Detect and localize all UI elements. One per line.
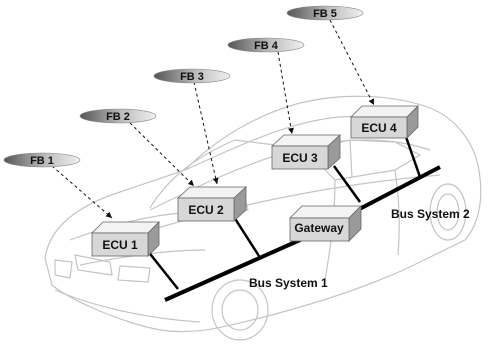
arrow-fb3-ecu3	[193, 81, 219, 185]
fb-2-label: FB 2	[106, 111, 130, 123]
fb-5: FB 5	[286, 5, 364, 21]
fb-3: FB 3	[153, 68, 231, 84]
fb-2: FB 2	[79, 108, 157, 124]
bus-system-1-label: Bus System 1	[249, 276, 328, 290]
fb-arrows	[51, 19, 375, 219]
arrow-fb1-ecu1	[51, 165, 113, 219]
arrow-fb2-ecu2	[129, 122, 195, 187]
ecu-3-label: ECU 3	[282, 151, 318, 165]
fb-4: FB 4	[227, 37, 305, 53]
bus-1-drop-ecu2	[232, 216, 261, 257]
fb-1-label: FB 1	[30, 155, 54, 167]
ecu-4-box: ECU 4	[350, 105, 419, 139]
bus-system-2-label: Bus System 2	[391, 207, 470, 221]
bus-system-1	[146, 216, 301, 302]
bus-1-line	[164, 238, 301, 302]
arrow-fb4-ecu3	[277, 51, 294, 135]
ecu-4-label: ECU 4	[361, 121, 397, 135]
ecu-2-label: ECU 2	[188, 203, 224, 217]
arrow-fb5-ecu4	[329, 19, 375, 106]
ecu-2-box: ECU 2	[176, 186, 248, 222]
bus-2-drop-ecu4	[403, 133, 422, 178]
ecu-1-label: ECU 1	[102, 238, 138, 252]
fb-1: FB 1	[3, 152, 81, 168]
fb-5-label: FB 5	[313, 8, 337, 20]
fb-3-label: FB 3	[180, 71, 204, 83]
gateway-box: Gateway	[289, 205, 362, 242]
gateway-label: Gateway	[294, 221, 344, 235]
fb-4-label: FB 4	[254, 40, 279, 52]
bus-2-drop-ecu3	[332, 165, 362, 203]
ecu-3-box: ECU 3	[270, 134, 342, 170]
ecu-1-box: ECU 1	[91, 221, 160, 257]
bus-1-drop-ecu1	[146, 249, 179, 290]
